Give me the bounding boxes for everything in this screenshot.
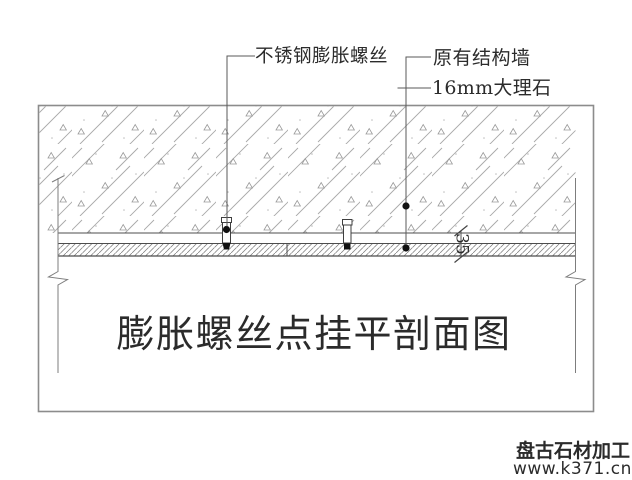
break-line-right bbox=[564, 178, 587, 373]
dimension-text: 35 bbox=[452, 233, 472, 255]
dimension-tick-top bbox=[454, 225, 468, 237]
screw-tip bbox=[222, 243, 231, 250]
wall-annotation-label: 原有结构墙 bbox=[433, 47, 531, 69]
watermark: 盘古石材加工 www.k371.cn bbox=[513, 439, 632, 479]
marble-annotation-label: 16mm大理石 bbox=[432, 77, 551, 99]
leader-dot-wall bbox=[402, 202, 410, 210]
marble-panel bbox=[58, 244, 576, 256]
leader-line-wall bbox=[405, 56, 431, 248]
drawing-frame bbox=[37, 104, 595, 413]
expansion-screw-2 bbox=[342, 219, 353, 250]
drawing-title: 膨胀螺丝点挂平剖面图 bbox=[116, 312, 511, 356]
screw-annotation-label: 不锈钢膨胀螺丝 bbox=[255, 46, 388, 67]
dimension-35: 35 bbox=[452, 225, 472, 263]
screw-body bbox=[343, 224, 352, 244]
structural-wall-hatch bbox=[39, 106, 576, 233]
leader-line-screw bbox=[226, 55, 255, 227]
watermark-url: www.k371.cn bbox=[513, 459, 632, 479]
watermark-brand: 盘古石材加工 bbox=[516, 439, 630, 462]
break-line-left bbox=[46, 175, 70, 373]
screw-head bbox=[342, 219, 353, 226]
dimension-tick-bottom bbox=[454, 251, 468, 263]
leader-dot-screw bbox=[222, 225, 231, 234]
screw-tip bbox=[344, 243, 351, 250]
leader-dot-marble bbox=[402, 244, 410, 252]
